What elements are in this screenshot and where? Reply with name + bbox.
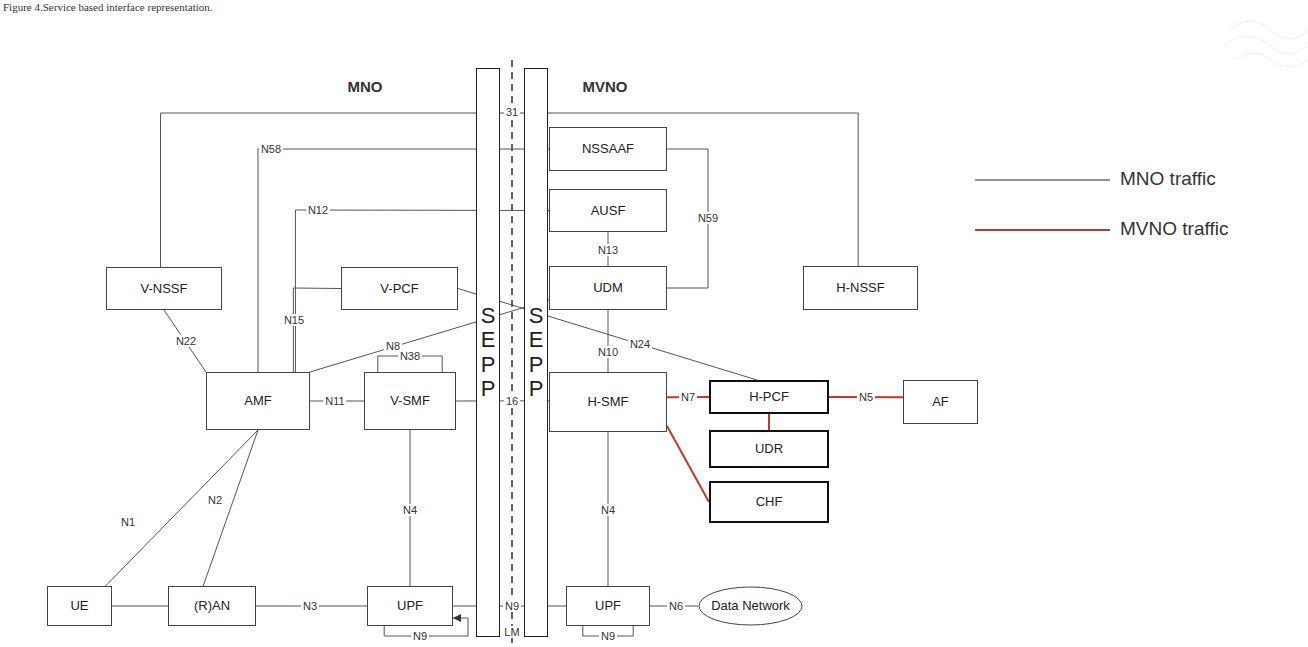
node-label: V-NSSF — [141, 281, 188, 297]
domain-heading: MNO — [346, 78, 385, 95]
node-label: H-SMF — [587, 394, 628, 410]
partial-label: LM — [502, 626, 521, 638]
interface-label: N3 — [301, 600, 319, 612]
domain-heading: MVNO — [581, 78, 630, 95]
interface-label: 16 — [504, 395, 520, 407]
node-label: UDR — [755, 441, 783, 457]
network-function-box: H-NSSF — [803, 266, 918, 310]
node-label: AUSF — [591, 203, 626, 219]
interface-label: N6 — [667, 600, 685, 612]
network-function-box: AF — [903, 380, 978, 424]
interface-label: N9 — [503, 600, 521, 612]
interface-link — [667, 426, 709, 502]
network-function-box: UPF — [367, 586, 453, 626]
network-function-box: H-PCF — [709, 380, 829, 414]
interface-link — [106, 430, 259, 586]
interface-link — [161, 113, 859, 267]
interface-link — [112, 606, 168, 607]
interface-link — [293, 288, 341, 372]
node-label: H-PCF — [749, 389, 789, 405]
node-label: UPF — [595, 598, 621, 614]
node-label: UDM — [593, 280, 623, 296]
interface-label: N1 — [119, 516, 137, 528]
network-function-box: CHF — [709, 481, 829, 523]
interface-link — [164, 310, 206, 372]
network-function-box: V-PCF — [341, 267, 458, 310]
interface-label: N4 — [401, 504, 419, 516]
data-network-ellipse: Data Network — [698, 586, 803, 626]
interface-label: N58 — [259, 143, 283, 155]
node-label: AF — [932, 394, 949, 410]
interface-label: N5 — [857, 391, 875, 403]
node-label: Data Network — [711, 598, 790, 614]
interface-label: N10 — [596, 346, 620, 358]
node-label: UE — [70, 598, 88, 614]
node-label: AMF — [244, 393, 271, 409]
node-label: V-SMF — [390, 393, 430, 409]
interface-label: N7 — [679, 391, 697, 403]
network-function-box: (R)AN — [168, 586, 256, 626]
interface-label: N13 — [596, 244, 620, 256]
interface-link — [310, 300, 549, 372]
node-label: UPF — [397, 598, 423, 614]
legend-text: MNO traffic — [1120, 168, 1216, 190]
interface-label: N59 — [696, 212, 720, 224]
node-label: CHF — [756, 494, 783, 510]
network-function-box: V-NSSF — [106, 267, 222, 310]
sepp-bar: SEPP — [524, 68, 548, 637]
node-label: SEPP — [477, 304, 499, 401]
network-function-box: UE — [47, 586, 112, 626]
network-function-box: UPF — [566, 586, 650, 626]
legend-text: MVNO traffic — [1120, 218, 1228, 240]
interface-label: N15 — [282, 314, 306, 326]
node-label: SEPP — [525, 304, 547, 401]
node-label: V-PCF — [380, 281, 418, 297]
interface-link — [203, 430, 258, 586]
network-function-box: H-SMF — [549, 372, 667, 432]
interface-label: N22 — [174, 335, 198, 347]
network-function-box: UDR — [709, 430, 829, 468]
network-function-box: UDM — [549, 266, 667, 310]
node-label: H-NSSF — [836, 280, 884, 296]
decorative-texture — [1225, 21, 1308, 67]
network-function-box: NSSAAF — [549, 127, 667, 171]
interface-link — [608, 310, 609, 372]
node-label: NSSAAF — [582, 141, 634, 157]
interface-label: N4 — [599, 504, 617, 516]
interface-link — [768, 414, 770, 430]
interface-label: N9 — [599, 630, 617, 642]
interface-label: N2 — [206, 494, 224, 506]
interface-label: N38 — [398, 350, 422, 362]
node-label: (R)AN — [194, 598, 230, 614]
interface-label: N24 — [628, 338, 652, 350]
interface-label: N9 — [411, 630, 429, 642]
sepp-bar: SEPP — [476, 68, 500, 637]
interface-link — [295, 210, 549, 372]
legend-sample-line — [975, 180, 1110, 181]
network-function-box: V-SMF — [364, 372, 456, 430]
interface-label: N12 — [306, 204, 330, 216]
domain-divider — [511, 60, 513, 647]
network-function-box: AMF — [206, 372, 310, 430]
interface-link — [258, 149, 549, 372]
figure-caption: Figure 4.Service based interface represe… — [3, 1, 213, 13]
interface-label: N11 — [323, 395, 346, 407]
legend-sample-line — [975, 229, 1110, 231]
interface-label: 31 — [504, 106, 520, 118]
network-function-box: AUSF — [549, 189, 667, 232]
